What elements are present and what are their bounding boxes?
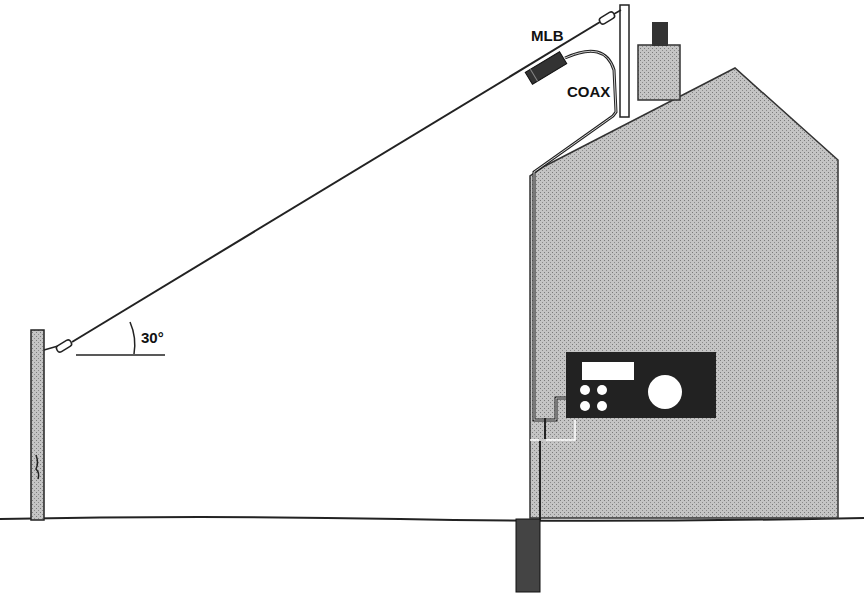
- angle-arc: [130, 322, 135, 354]
- chimney-pot: [652, 22, 668, 46]
- tuning-knob: [648, 375, 682, 409]
- pole-halyard: [36, 455, 39, 479]
- transceiver-display: [582, 362, 634, 380]
- angle-label: 30°: [141, 330, 164, 345]
- balun-label: MLB: [531, 28, 564, 43]
- support-pole: [31, 330, 44, 520]
- coax-label: COAX: [567, 84, 610, 99]
- horizontal-reference: [76, 354, 165, 356]
- transceiver: [566, 352, 716, 418]
- house: [530, 68, 838, 518]
- insulator: [598, 11, 615, 25]
- earth-lead: [540, 418, 545, 520]
- insulator: [55, 339, 72, 353]
- chimney: [638, 45, 680, 100]
- tie: [614, 10, 621, 14]
- antenna-wire: [72, 22, 600, 342]
- earth-rod: [516, 519, 540, 592]
- matching-balun: [525, 52, 566, 85]
- wall-detail: [530, 420, 575, 440]
- mast: [620, 5, 629, 117]
